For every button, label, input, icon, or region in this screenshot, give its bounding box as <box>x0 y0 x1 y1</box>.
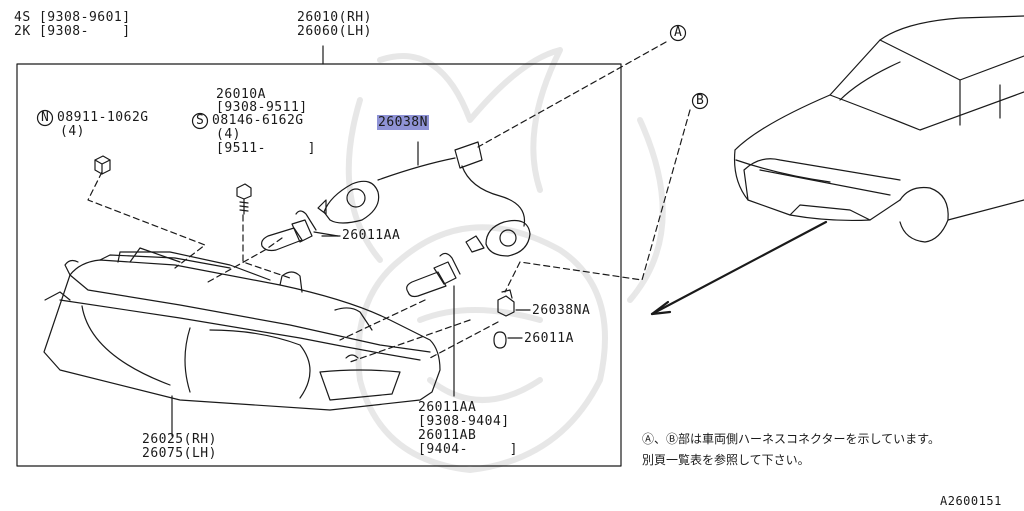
screw-part-number: 08146-6162G <box>212 113 304 128</box>
bolt-date-range: [9308-9511] <box>216 100 308 115</box>
housing-rh-label: 26025(RH) <box>142 432 217 447</box>
dashed-leaders <box>87 41 691 363</box>
bulb-hi-part-number: 26011AA <box>342 228 401 243</box>
bulb-lo-beam <box>406 252 461 397</box>
car-illustration <box>733 15 1024 243</box>
screw-code-circle <box>191 112 209 130</box>
harness-part-number[interactable]: 26038N <box>377 115 429 130</box>
bulb-a-part-number: 26011A <box>524 331 574 346</box>
bulb-26011a <box>493 331 523 349</box>
nut-code-circle <box>36 109 54 127</box>
headlamp-housing <box>43 247 441 411</box>
bolt-part-number: 26010A <box>216 87 266 102</box>
headlamp-lh-label: 26060(LH) <box>297 24 372 39</box>
nut-part-number: 08911-1062G <box>57 110 149 125</box>
nut-part <box>94 155 111 175</box>
housing-lh-label: 26075(LH) <box>142 446 217 461</box>
diagram-frame <box>16 63 622 467</box>
wiring-harness <box>317 141 531 257</box>
connector-b-label: B <box>696 93 704 108</box>
screw-quantity: (4) <box>216 127 241 142</box>
screw-date-range: [9511- ] <box>216 141 316 156</box>
headlamp-rh-label: 26010(RH) <box>297 10 372 25</box>
screw-code: S <box>196 113 204 128</box>
variant-2k-label: 2K [9308- ] <box>14 24 131 39</box>
callout-b-circle <box>691 92 709 110</box>
bulb-lo2-date-range: [9404- ] <box>418 442 518 457</box>
socket-na-part-number: 26038NA <box>532 303 591 318</box>
bolt-part <box>236 183 252 215</box>
bulb-lo2-part-number: 26011AB <box>418 428 477 443</box>
note-line-2: 別頁一覧表を参照して下さい。 <box>642 453 810 467</box>
bulb-hi-beam <box>261 210 339 252</box>
nut-code: N <box>41 110 49 125</box>
nut-quantity: (4) <box>60 124 85 139</box>
harness-highlight[interactable]: 26038N <box>377 115 429 130</box>
pointer-arrow <box>650 220 828 316</box>
watermark-logo <box>345 47 666 473</box>
diagram-id: A2600151 <box>940 494 1002 508</box>
callout-a-circle <box>669 24 687 42</box>
bulb-lo1-part-number: 26011AA <box>418 400 477 415</box>
socket-26038na <box>497 289 531 317</box>
connector-a-label: A <box>674 25 682 40</box>
bulb-lo1-date-range: [9308-9404] <box>418 414 510 429</box>
variant-4s-label: 4S [9308-9601] <box>14 10 131 25</box>
note-line-1: Ⓐ、Ⓑ部は車両側ハーネスコネクターを示しています。 <box>642 432 940 446</box>
